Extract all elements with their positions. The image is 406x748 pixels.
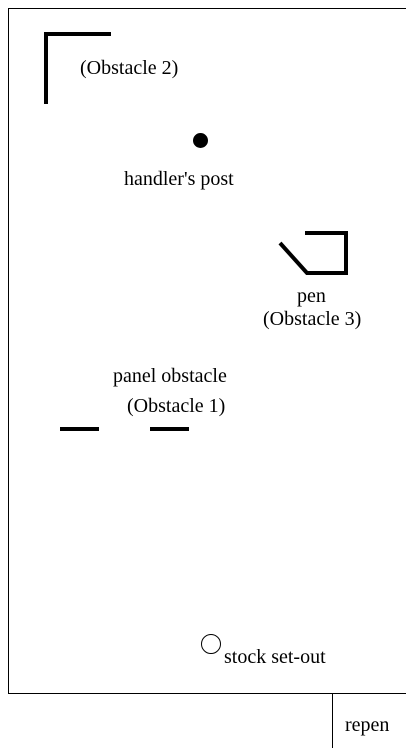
panel-left <box>60 427 99 431</box>
obstacle-2-side-bar <box>44 32 48 104</box>
field-boundary <box>8 8 406 694</box>
footer-divider <box>332 694 333 748</box>
footer-label: repen <box>345 714 390 736</box>
stock-setout-label: stock set-out <box>224 646 326 668</box>
handlers-post-marker <box>193 133 208 148</box>
pen-label: pen <box>297 285 326 307</box>
panel-obstacle-sublabel: (Obstacle 1) <box>127 395 226 417</box>
pen-sublabel: (Obstacle 3) <box>263 308 362 330</box>
obstacle-2-label: (Obstacle 2) <box>80 57 179 79</box>
obstacle-2-top-bar <box>44 32 111 36</box>
panel-obstacle-label: panel obstacle <box>113 365 227 387</box>
handlers-post-label: handler's post <box>124 168 234 190</box>
stock-setout-marker <box>201 634 221 654</box>
pen-obstacle-shape <box>278 231 348 275</box>
panel-right <box>150 427 189 431</box>
